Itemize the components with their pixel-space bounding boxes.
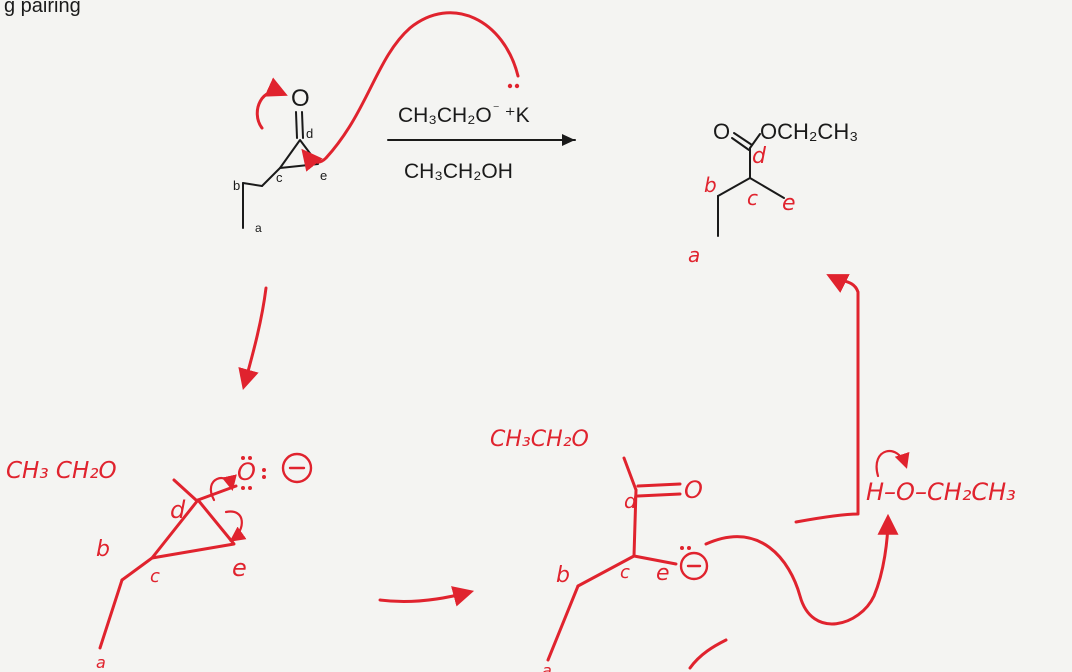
i2-bond-cb xyxy=(576,554,636,588)
i1-bond-d-o xyxy=(196,484,238,502)
ethanol-molecule: H–O–CH₂CH₃ xyxy=(866,478,1016,506)
product-carbonyl-oxygen: O xyxy=(713,119,730,144)
i2-lp-1 xyxy=(680,546,684,550)
product-co-bond-2 xyxy=(733,132,753,146)
i1-lp-1 xyxy=(241,456,245,460)
i1-ring xyxy=(150,498,236,560)
intermediate-1-label-c: c xyxy=(150,566,160,587)
reactant-cyclopropanone-ring xyxy=(279,139,319,169)
product-bond-cb xyxy=(717,177,751,197)
reactant-label-a: a xyxy=(255,221,262,235)
lone-pair-dot-1 xyxy=(507,83,513,89)
protonation-arrow-icon xyxy=(704,513,899,626)
i1-arrow-ring-icon xyxy=(224,510,247,542)
arrow-down-icon xyxy=(238,286,268,391)
product-label-b: b xyxy=(704,173,717,197)
intermediate-1-label-d: d xyxy=(170,496,186,524)
arrow-right-icon xyxy=(378,586,475,607)
i1-arrow-o-icon xyxy=(209,474,237,502)
red-attack-arrow-icon xyxy=(301,11,520,172)
lone-pair-dot-2 xyxy=(514,83,520,89)
lower-arc-fragment xyxy=(688,638,728,670)
i1-lp-6 xyxy=(248,486,252,490)
intermediate-2-carbonyl-oxygen: O xyxy=(684,476,703,504)
intermediate-2-charge-circle xyxy=(679,551,709,581)
i1-bond-o-d xyxy=(172,478,198,502)
intermediate-1-alkoxy: CH₃ CH₂O xyxy=(6,458,117,484)
reactant-label-c: c xyxy=(276,170,283,185)
arrow-up-to-product-icon xyxy=(794,274,860,524)
intermediate-2-label-e: e xyxy=(656,561,670,586)
reagent-base: CH₃CH₂O⁻⁺K xyxy=(398,101,530,127)
i2-bond-dc xyxy=(632,488,638,558)
i1-lp-3 xyxy=(262,468,266,472)
i2-bond-ba xyxy=(546,584,580,662)
intermediate-2-label-d: d xyxy=(624,489,637,513)
product-label-a: a xyxy=(688,243,700,267)
product-structure: O OCH₂CH₃ d b c e a xyxy=(688,119,858,267)
product-bond-ce xyxy=(749,177,785,199)
i1-lp-5 xyxy=(241,486,245,490)
header-fragment: g pairing xyxy=(4,0,81,17)
reactant-carbonyl-oxygen: O xyxy=(291,85,310,112)
reactant-label-d: d xyxy=(306,126,313,141)
reactant-label-e: e xyxy=(320,168,327,183)
product-co-bond-1 xyxy=(731,137,750,151)
red-carbonyl-arrow-icon xyxy=(255,77,288,130)
reactant-co-bond-1 xyxy=(295,111,298,139)
reactant-co-bond-2 xyxy=(301,111,304,139)
i1-bond-ba xyxy=(98,578,124,650)
intermediate-2-label-b: b xyxy=(556,563,570,588)
i2-co-bond-1 xyxy=(636,482,682,488)
intermediate-2-structure: CH₃CH₂O O d b c e a xyxy=(490,427,709,672)
intermediate-2-label-c: c xyxy=(620,562,630,583)
intermediate-2-alkoxy: CH₃CH₂O xyxy=(490,427,589,452)
i1-lp-2 xyxy=(248,456,252,460)
reagents: CH₃CH₂O⁻⁺K CH₃CH₂OH xyxy=(387,83,576,183)
i2-bond-o-d xyxy=(622,456,638,492)
intermediate-1-label-a: a xyxy=(96,653,106,672)
ethanol-arrow-icon xyxy=(875,449,910,478)
reactant-bond-b xyxy=(242,182,263,187)
i2-co-bond-2 xyxy=(636,492,682,498)
product-label-c: c xyxy=(747,186,758,210)
reagent-solvent: CH₃CH₂OH xyxy=(404,160,513,183)
product-c-o-bond xyxy=(749,133,761,149)
product-ester-group: OCH₂CH₃ xyxy=(760,119,858,144)
intermediate-1-label-e: e xyxy=(232,554,247,582)
i2-lp-2 xyxy=(687,546,691,550)
intermediate-1-charge-circle xyxy=(281,452,313,484)
intermediate-1-structure: CH₃ CH₂O O d b c e a xyxy=(6,452,313,672)
reactant-bond-cb xyxy=(261,167,281,187)
i2-bond-ce xyxy=(632,554,678,566)
reactant-label-b: b xyxy=(233,178,240,193)
intermediate-1-oxygen: O xyxy=(237,458,256,486)
intermediate-1-label-b: b xyxy=(96,537,110,562)
i1-bond-cb xyxy=(120,556,154,582)
i1-lp-4 xyxy=(262,475,266,479)
reaction-arrow-head-icon xyxy=(562,134,575,146)
product-label-d: d xyxy=(752,144,767,169)
intermediate-2-label-a: a xyxy=(542,661,552,672)
product-label-e: e xyxy=(782,191,796,216)
